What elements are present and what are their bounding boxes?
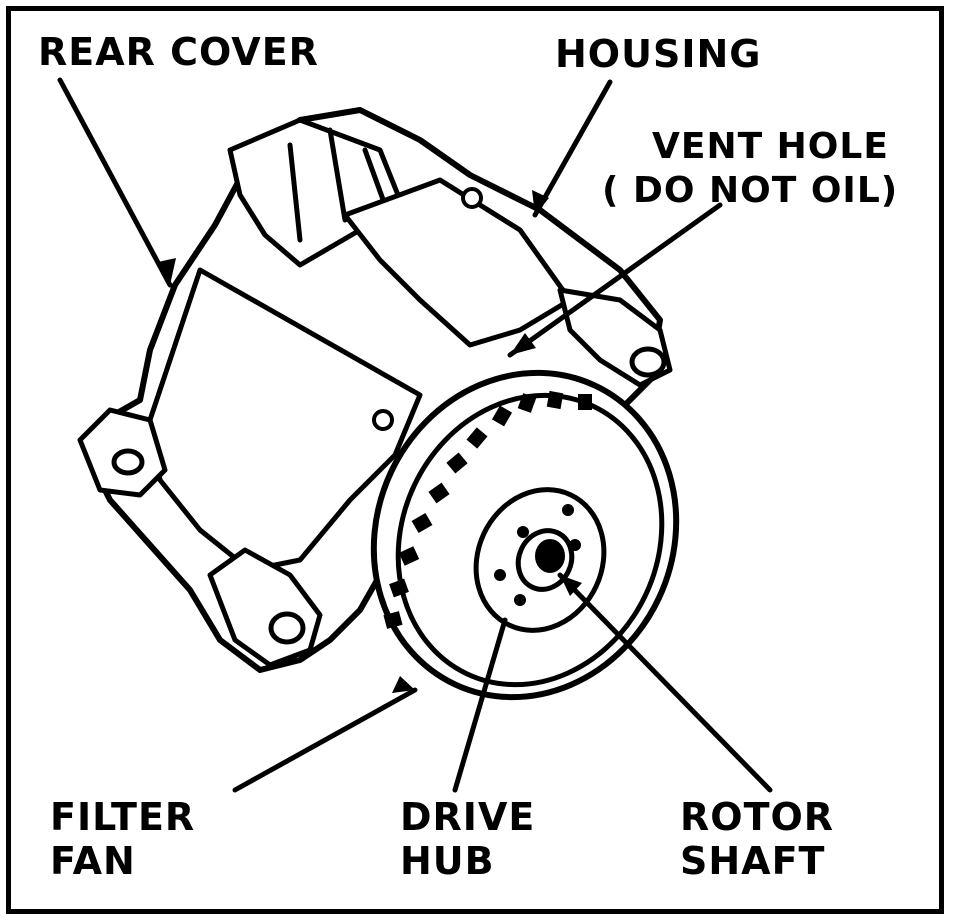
label-vent-hole: VENT HOLE ( DO NOT OIL) (602, 126, 899, 211)
body-screw-2 (461, 187, 483, 209)
body-screw-1 (372, 409, 394, 431)
hub-hole-2 (569, 539, 581, 551)
hub-hole-4 (514, 594, 526, 606)
leader-housing (532, 79, 613, 218)
label-housing: HOUSING (555, 32, 762, 76)
leader-rear-cover (57, 77, 173, 288)
leader-lines (57, 77, 773, 793)
label-rotor-shaft: ROTOR SHAFT (680, 795, 835, 883)
diagram-border (6, 6, 944, 914)
rotor-shaft-end (535, 539, 565, 573)
label-drive-hub: DRIVE HUB (400, 795, 536, 883)
leader-vent-hole (507, 202, 723, 358)
hub-hole-3 (494, 569, 506, 581)
leader-filter-fan (232, 687, 418, 793)
mount-hole-bottom (268, 611, 306, 645)
label-filter-fan: FILTER FAN (50, 795, 196, 883)
fan-vent-slots (383, 390, 592, 629)
hub-hole-1 (562, 504, 574, 516)
leader-arrowheads (158, 190, 582, 693)
label-rear-cover: REAR COVER (38, 30, 319, 74)
hub-hole-5 (517, 526, 529, 538)
leader-drive-hub (452, 617, 508, 793)
leader-rotor-shaft (557, 572, 773, 793)
mount-hole-left (111, 448, 145, 476)
terminal-ridges (287, 127, 388, 243)
mount-hole-right (629, 346, 667, 378)
